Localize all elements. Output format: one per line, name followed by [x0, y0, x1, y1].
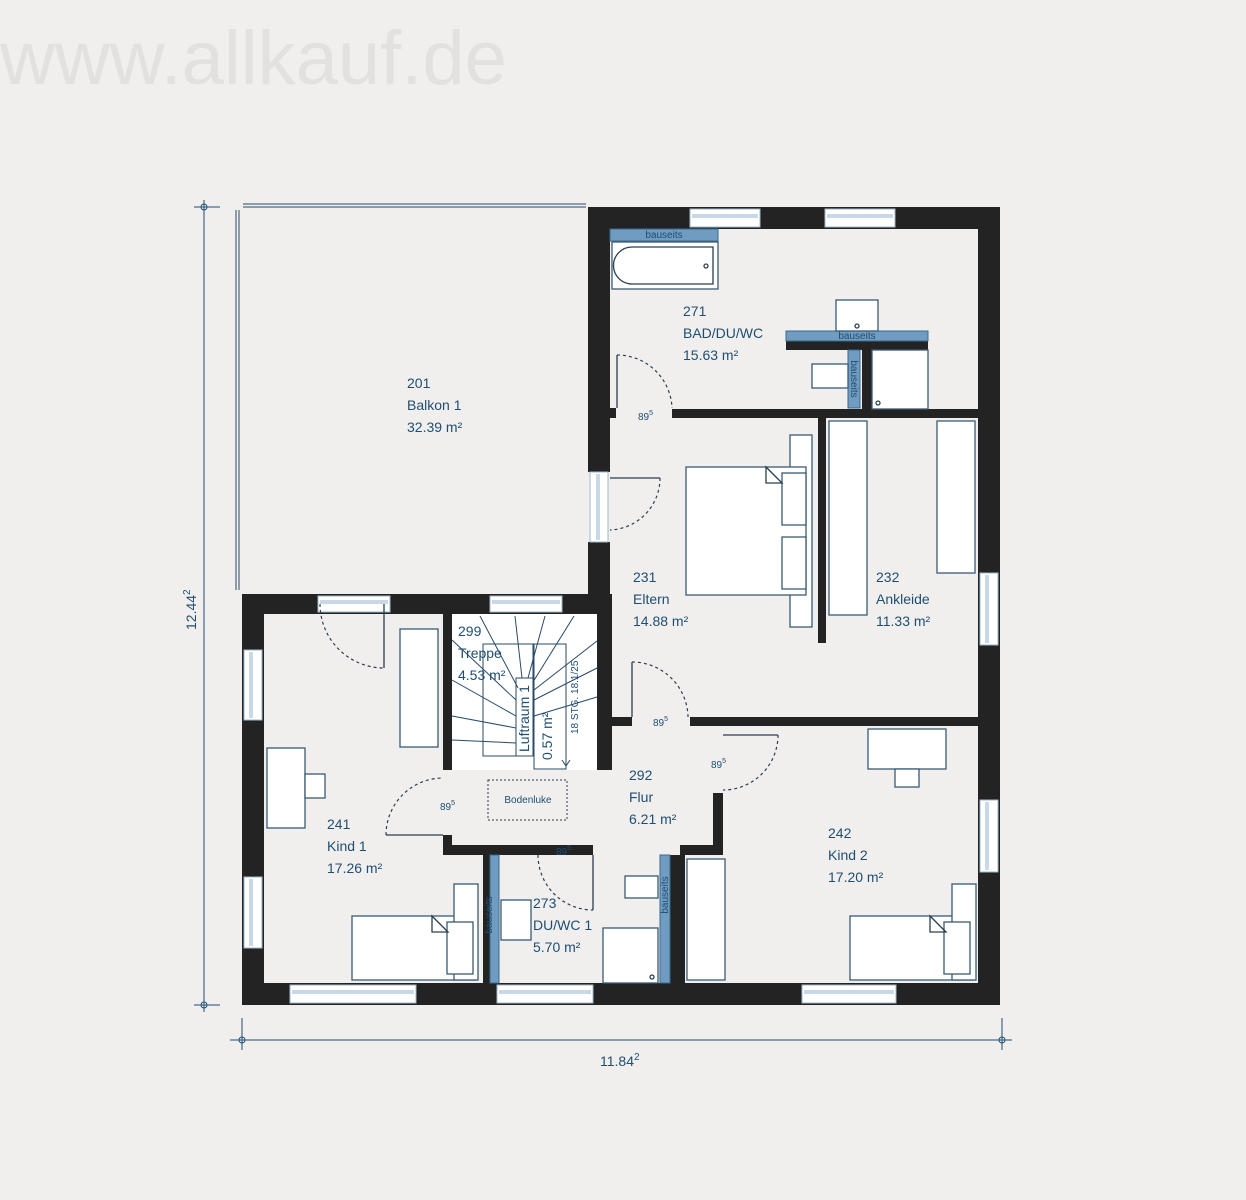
svg-text:895: 895 — [556, 845, 571, 858]
svg-text:232: 232 — [876, 569, 900, 585]
svg-text:6.21 m²: 6.21 m² — [629, 811, 677, 827]
svg-text:Kind 1: Kind 1 — [327, 838, 367, 854]
svg-text:bauseits: bauseits — [645, 230, 682, 241]
dimension-width: 11.842 — [230, 1018, 1012, 1069]
balcony-outline — [235, 203, 586, 590]
svg-text:273: 273 — [533, 895, 557, 911]
room-label-eltern: 231 Eltern 14.88 m² — [633, 569, 689, 629]
dimension-height: 12.442 — [182, 200, 220, 1012]
svg-text:895: 895 — [440, 800, 455, 813]
svg-text:231: 231 — [633, 569, 657, 585]
room-label-kind1: 241 Kind 1 17.26 m² — [327, 816, 383, 876]
room-label-balkon: 201 Balkon 1 32.39 m² — [407, 375, 463, 435]
svg-text:895: 895 — [711, 758, 726, 771]
furniture — [266, 241, 977, 984]
watermark: www.allkauf.de — [0, 16, 507, 101]
room-label-kind2: 242 Kind 2 17.20 m² — [828, 825, 884, 885]
svg-text:241: 241 — [327, 816, 351, 832]
room-label-ankleide: 232 Ankleide 11.33 m² — [876, 569, 931, 629]
svg-text:bauseits: bauseits — [838, 331, 875, 342]
svg-text:895: 895 — [638, 410, 653, 423]
svg-text:4.53 m²: 4.53 m² — [458, 667, 506, 683]
svg-text:Flur: Flur — [629, 789, 653, 805]
svg-text:201: 201 — [407, 375, 431, 391]
svg-text:15.63 m²: 15.63 m² — [683, 347, 739, 363]
room-label-bad: 271 BAD/DU/WC 15.63 m² — [683, 303, 763, 363]
svg-text:DU/WC 1: DU/WC 1 — [533, 917, 592, 933]
svg-text:895: 895 — [653, 716, 668, 729]
svg-text:Kind 2: Kind 2 — [828, 847, 868, 863]
svg-text:bauseits: bauseits — [484, 896, 495, 933]
room-label-treppe: 299 Treppe 4.53 m² — [458, 623, 506, 683]
svg-text:Bodenluke: Bodenluke — [504, 795, 552, 806]
svg-text:Balkon 1: Balkon 1 — [407, 397, 462, 413]
svg-text:32.39 m²: 32.39 m² — [407, 419, 463, 435]
bauseits-panels: bauseits bauseits bauseits bauseits baus… — [484, 228, 929, 984]
svg-text:bauseits: bauseits — [660, 876, 671, 913]
svg-text:14.88 m²: 14.88 m² — [633, 613, 689, 629]
doors[interactable] — [319, 354, 779, 911]
svg-text:17.20 m²: 17.20 m² — [828, 869, 884, 885]
svg-text:11.842: 11.842 — [600, 1052, 640, 1069]
room-label-duwc: 273 DU/WC 1 5.70 m² — [533, 895, 592, 955]
svg-text:bauseits: bauseits — [848, 360, 859, 397]
staircase: Luftraum 1 0.57 m² 18 STG. 18.1/25 — [451, 614, 598, 770]
room-label-flur: 292 Flur 6.21 m² — [629, 767, 677, 827]
svg-text:5.70 m²: 5.70 m² — [533, 939, 581, 955]
svg-text:Ankleide: Ankleide — [876, 591, 930, 607]
svg-text:242: 242 — [828, 825, 852, 841]
svg-text:271: 271 — [683, 303, 707, 319]
windows — [243, 208, 999, 1004]
svg-text:18 STG. 18.1/25: 18 STG. 18.1/25 — [570, 660, 581, 734]
svg-text:Luftraum 1: Luftraum 1 — [516, 685, 532, 752]
svg-text:292: 292 — [629, 767, 653, 783]
attic-hatch — [487, 779, 568, 821]
svg-text:0.57 m²: 0.57 m² — [539, 712, 555, 760]
door-width-labels: 895 895 895 895 895 — [440, 410, 726, 858]
svg-text:BAD/DU/WC: BAD/DU/WC — [683, 325, 763, 341]
svg-text:Eltern: Eltern — [633, 591, 670, 607]
svg-text:299: 299 — [458, 623, 482, 639]
svg-text:12.442: 12.442 — [182, 589, 199, 630]
svg-text:Treppe: Treppe — [458, 645, 502, 661]
svg-text:17.26 m²: 17.26 m² — [327, 860, 383, 876]
svg-text:11.33 m²: 11.33 m² — [876, 613, 931, 629]
